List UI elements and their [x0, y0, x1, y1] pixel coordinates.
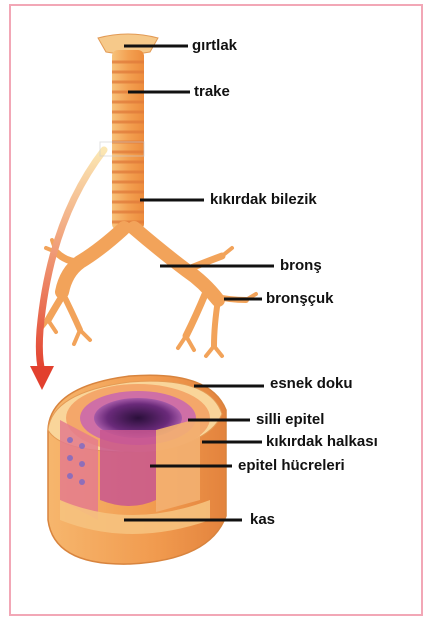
label-trake: trake [194, 84, 230, 99]
label-bronscuk: bronşçuk [266, 291, 334, 306]
label-kikirdak-bilezik: kıkırdak bilezik [210, 192, 317, 207]
trachea-shape [112, 50, 144, 230]
label-esnek-doku: esnek doku [270, 376, 353, 391]
label-brons: bronş [280, 258, 322, 273]
label-epitel-hucreleri: epitel hücreleri [238, 458, 345, 473]
label-silli-epitel: silli epitel [256, 412, 324, 427]
label-kikirdak-halkasi: kıkırdak halkası [266, 434, 378, 449]
label-girtlak: gırtlak [192, 38, 237, 53]
label-kas: kas [250, 512, 275, 527]
bronchi-shape [40, 228, 256, 356]
cross-section-shape [48, 375, 226, 564]
